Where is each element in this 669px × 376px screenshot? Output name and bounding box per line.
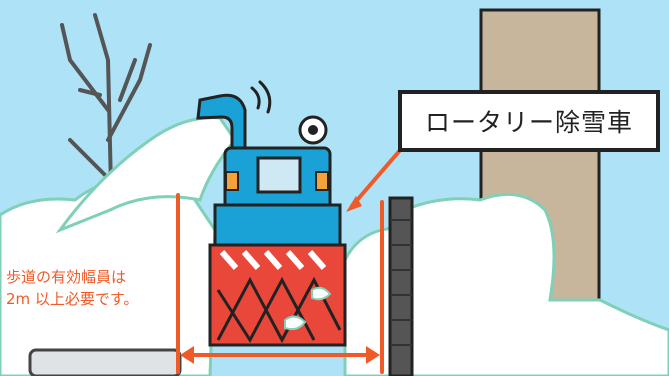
- snowplow-body: [215, 205, 340, 247]
- sidewalk-width-note: 歩道の有効幅員は 2m 以上必要です。: [6, 266, 181, 310]
- cab-window: [258, 158, 300, 192]
- eye-pupil: [308, 125, 318, 135]
- vehicle-label-box: ロータリー除雪車: [398, 90, 660, 152]
- cab-mirror-right: [316, 172, 328, 190]
- curb-left: [30, 350, 180, 376]
- note-line-2: 2m 以上必要です。: [6, 288, 181, 310]
- vehicle-label-text: ロータリー除雪車: [425, 103, 633, 139]
- cab-mirror-left: [226, 172, 238, 190]
- note-line-1: 歩道の有効幅員は: [6, 266, 181, 288]
- roadside-wall: [390, 198, 412, 376]
